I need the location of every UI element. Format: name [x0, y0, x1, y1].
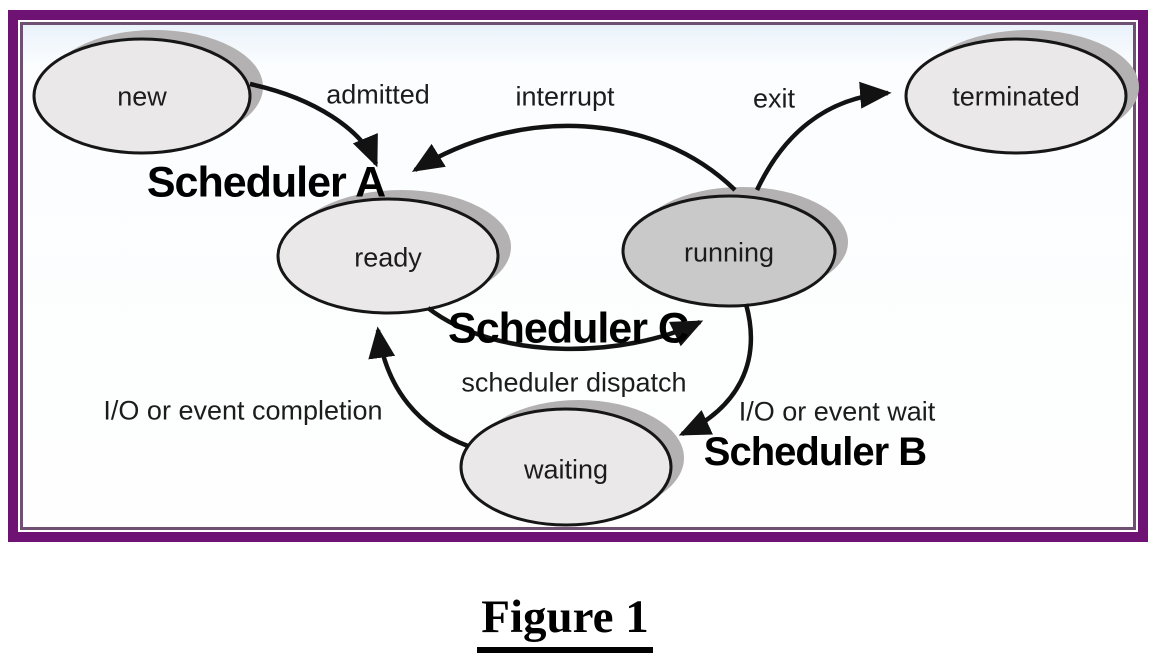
figure-caption-row: Figure 1 [390, 591, 740, 653]
state-ready-label: ready [354, 242, 422, 273]
annotation-scheduler-b: Scheduler B [703, 430, 927, 474]
state-running-label: running [683, 237, 775, 268]
transition-io-completion-label: I/O or event completion [103, 395, 383, 426]
state-new-label: new [117, 81, 167, 112]
transition-admitted-label: admitted [326, 79, 430, 110]
transition-interrupt-label: interrupt [515, 81, 615, 112]
state-terminated-label: terminated [952, 81, 1080, 112]
transition-dispatch-label: scheduler dispatch [461, 367, 687, 398]
annotation-scheduler-a: Scheduler A [146, 158, 386, 207]
annotation-scheduler-c: Scheduler C [448, 304, 689, 353]
state-waiting-label: waiting [523, 454, 609, 485]
transition-exit-label: exit [752, 83, 796, 114]
transition-io-wait-label: I/O or event wait [738, 396, 936, 427]
figure-caption: Figure 1 [477, 591, 653, 653]
